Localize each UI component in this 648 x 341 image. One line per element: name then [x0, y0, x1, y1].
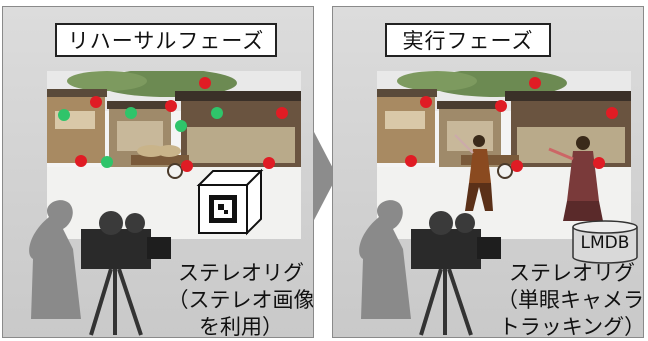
rehearsal-phase-panel: リハーサルフェーズ [2, 6, 314, 338]
execution-phase-title: 実行フェーズ [385, 23, 551, 57]
rehearsal-phase-title: リハーサルフェーズ [55, 23, 277, 57]
tracking-markers-green [58, 107, 223, 168]
rehearsal-caption: ステレオリグ（ステレオ画像を利用） [167, 261, 314, 338]
warrior-figure-right [548, 136, 603, 221]
execution-scene-image [377, 71, 631, 239]
execution-caption: ステレオリグ（単眼キャメラでトラッキング） [497, 261, 644, 338]
tracking-markers-red [75, 77, 288, 172]
camera-operator-silhouette [359, 200, 501, 336]
lmdb-label: LMDB [580, 233, 630, 253]
tracking-markers-red [405, 77, 618, 172]
rehearsal-scene-image [47, 71, 301, 239]
camera-operator-silhouette [29, 200, 171, 336]
lmdb-database-icon [572, 220, 638, 264]
warrior-figure-left [454, 134, 493, 211]
execution-phase-panel: 実行フェーズ [332, 6, 644, 338]
calibration-cube-icon [196, 168, 264, 236]
phase-transition-arrow [313, 130, 337, 222]
